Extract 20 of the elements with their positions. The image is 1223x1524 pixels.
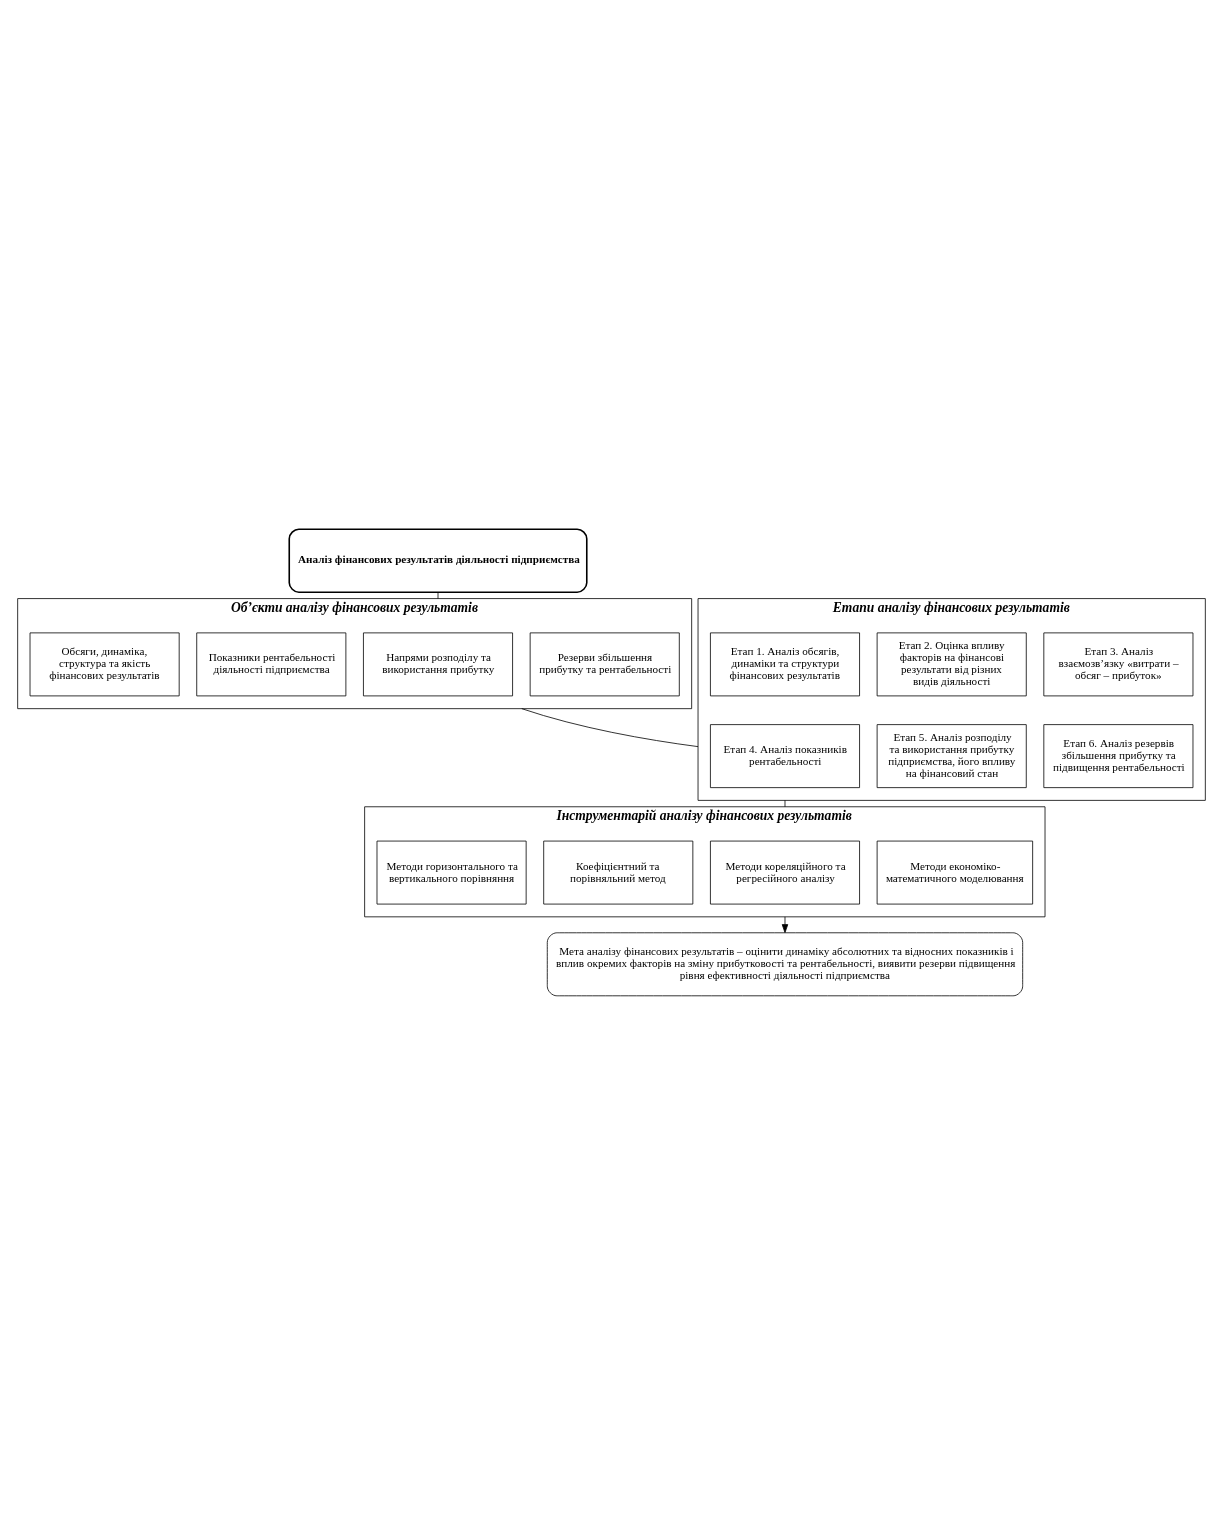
node-box: Методи економіко-математичного моделювання [876, 840, 1034, 904]
connector [784, 799, 786, 807]
node-box: Методи горизонтального та вертикального порівняння [376, 840, 527, 904]
arrow [781, 915, 789, 933]
connector [521, 707, 699, 747]
node-box: Етап 3. Аналіз взаємозв’язку «витрати – обсяг – прибуток» [1043, 632, 1194, 696]
node-box: Показники рентабельності діяльності підприємства [196, 632, 347, 696]
node-box: Коефіцієнтний та порівняльний метод [543, 840, 694, 904]
connector [437, 591, 439, 599]
node-box: Аналіз фінансових результатів діяльності підприємства [288, 527, 588, 593]
node-box: Етап 4. Аналіз показників рентабельності [710, 723, 860, 788]
node-box: Методи кореляційного та регресійного аналізу [710, 840, 860, 904]
node-box: Етап 2. Оцінка впливу факторів на фінансові результати від різних видів діяльності [876, 632, 1027, 696]
node-box: Етап 5. Аналіз розподілу та використання прибутку підприємства, його впливу на фінансовий стан [876, 723, 1027, 788]
node-box: Етап 1. Аналіз обсягів, динаміки та структури фінансових результатів [710, 632, 860, 696]
node-box: Обсяги, динаміка, структура та якість фінансових результатів [29, 632, 180, 696]
node-box: Мета аналізу фінансових результатів – оцінити динаміку абсолютних та відносних показників і вплив окремих факторів на зміну прибутковості та рентабельності, виявити резерви підвищення рівня ефективності діяльності підприємства [546, 931, 1024, 996]
node-box: Напрями розподілу та використання прибутку [363, 632, 513, 696]
node-box: Етап 6. Аналіз резервів збільшення прибутку та підвищення рентабельності [1043, 723, 1194, 788]
node-box: Резерви збільшення прибутку та рентабельності [529, 632, 680, 696]
